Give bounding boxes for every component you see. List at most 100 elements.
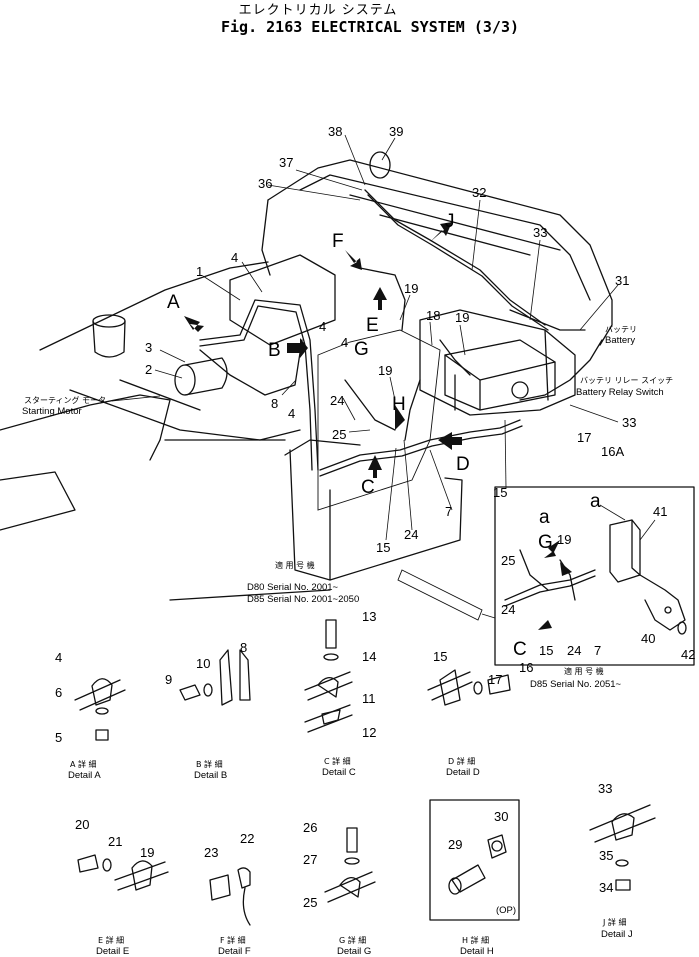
detail-f-en: Detail F xyxy=(218,946,251,957)
serial-heading-2: 適 用 号 機 xyxy=(564,666,604,676)
detail-captions: A 詳 細 Detail A B 詳 細 Detail B C 詳 細 Deta… xyxy=(68,756,633,957)
letter-g: G xyxy=(354,339,369,360)
detail-c-en: Detail C xyxy=(322,767,356,778)
detail-b-en: Detail B xyxy=(194,770,227,781)
serial-heading-1: 適 用 号 機 xyxy=(275,560,315,570)
part-4-right: 4 xyxy=(319,319,326,334)
part-3: 3 xyxy=(145,340,152,355)
part-27: 27 xyxy=(303,852,317,867)
part-20: 20 xyxy=(75,817,89,832)
part-19-inset: 19 xyxy=(557,532,571,547)
battery-label-jp: バッテリ xyxy=(605,325,637,334)
letter-a-upper: A xyxy=(167,292,180,313)
part-16a: 16A xyxy=(601,444,624,459)
detail-j-jp: J 詳 細 xyxy=(602,917,626,927)
part-8-detail: 8 xyxy=(240,640,247,655)
part-34: 34 xyxy=(599,880,613,895)
leader-lines xyxy=(154,134,656,541)
part-7-inset: 7 xyxy=(594,643,601,658)
part-32: 32 xyxy=(472,185,486,200)
part-19-detail: 19 xyxy=(140,845,154,860)
part-40: 40 xyxy=(641,631,655,646)
battery-relay-switch-label-jp: バッテリ リレー スイッチ xyxy=(580,376,673,385)
part-15-detail: 15 xyxy=(433,649,447,664)
detail-g-en: Detail G xyxy=(337,946,371,957)
part-18: 18 xyxy=(426,308,440,323)
serial-line-1b: D85 Serial No. 2001~2050 xyxy=(247,594,359,605)
detail-e-en: Detail E xyxy=(96,946,129,957)
part-15-right: 15 xyxy=(493,485,507,500)
detail-c-jp: C 詳 細 xyxy=(324,756,351,766)
part-number-labels: 1 2 3 4 4 4 4 8 7 15 15 16A 17 18 19 19 … xyxy=(55,124,695,910)
detail-j-en: Detail J xyxy=(601,929,633,940)
letter-a-lower: a xyxy=(590,491,601,512)
part-38: 38 xyxy=(328,124,342,139)
part-41: 41 xyxy=(653,504,667,519)
part-31: 31 xyxy=(615,273,629,288)
detail-d-en: Detail D xyxy=(446,767,480,778)
part-16: 16 xyxy=(519,660,533,675)
part-35: 35 xyxy=(599,848,613,863)
serial-line-2: D85 Serial No. 2051~ xyxy=(530,679,622,690)
part-2: 2 xyxy=(145,362,152,377)
part-21: 21 xyxy=(108,834,122,849)
title-english: Fig. 2163 ELECTRICAL SYSTEM (3/3) xyxy=(221,18,519,36)
part-22: 22 xyxy=(240,831,254,846)
part-4-mid: 4 xyxy=(341,335,348,350)
detail-b-jp: B 詳 細 xyxy=(196,759,223,769)
detail-h-jp: H 詳 細 xyxy=(462,935,489,945)
detail-a-en: Detail A xyxy=(68,770,101,781)
option-label: (OP) xyxy=(496,905,516,916)
part-23: 23 xyxy=(204,845,218,860)
part-24-inset-left: 24 xyxy=(501,602,515,617)
letter-d: D xyxy=(456,454,470,475)
wiring-harness xyxy=(199,189,603,477)
inset-detail-box xyxy=(397,486,695,666)
part-36: 36 xyxy=(258,176,272,191)
part-39: 39 xyxy=(389,124,403,139)
machine-body-outline xyxy=(0,151,613,601)
part-25: 25 xyxy=(332,427,346,442)
battery-label: Battery xyxy=(605,335,635,346)
letter-c-inset: C xyxy=(513,639,527,660)
part-19-right: 19 xyxy=(455,310,469,325)
detail-sketches xyxy=(74,619,656,926)
title-japanese: エレクトリカル システム xyxy=(239,3,398,18)
part-6: 6 xyxy=(55,685,62,700)
part-11: 11 xyxy=(362,691,376,706)
letter-f: F xyxy=(332,231,344,252)
letter-j: J xyxy=(445,211,455,232)
part-5: 5 xyxy=(55,730,62,745)
part-17-main: 17 xyxy=(577,430,591,445)
detail-h-en: Detail H xyxy=(460,946,494,957)
component-labels: スターティング モータ Starting Motor バッテリ Battery … xyxy=(22,325,673,916)
detail-a-jp: A 詳 細 xyxy=(70,759,97,769)
part-4-top: 4 xyxy=(231,250,238,265)
part-29: 29 xyxy=(448,837,462,852)
part-7: 7 xyxy=(445,504,452,519)
part-1: 1 xyxy=(196,264,203,279)
part-14: 14 xyxy=(362,649,376,664)
part-9: 9 xyxy=(165,672,172,687)
part-19-inner: 19 xyxy=(378,363,392,378)
part-12: 12 xyxy=(362,725,376,740)
part-15-main: 15 xyxy=(376,540,390,555)
battery-relay-switch-label: Battery Relay Switch xyxy=(576,387,664,398)
letter-e: E xyxy=(366,315,379,336)
part-24-bottom: 24 xyxy=(404,527,418,542)
letter-c: C xyxy=(361,477,375,498)
detail-e-jp: E 詳 細 xyxy=(98,935,124,945)
part-25-detail: 25 xyxy=(303,895,317,910)
letter-b: B xyxy=(268,340,281,361)
part-30: 30 xyxy=(494,809,508,824)
part-17-detail: 17 xyxy=(488,672,502,687)
starting-motor-label: Starting Motor xyxy=(22,406,82,417)
part-26: 26 xyxy=(303,820,317,835)
part-8: 8 xyxy=(271,396,278,411)
part-4-bottom: 4 xyxy=(288,406,295,421)
part-24-left: 24 xyxy=(330,393,344,408)
part-10: 10 xyxy=(196,656,210,671)
letter-h: H xyxy=(392,394,406,415)
starting-motor-label-jp: スターティング モータ xyxy=(24,395,106,405)
